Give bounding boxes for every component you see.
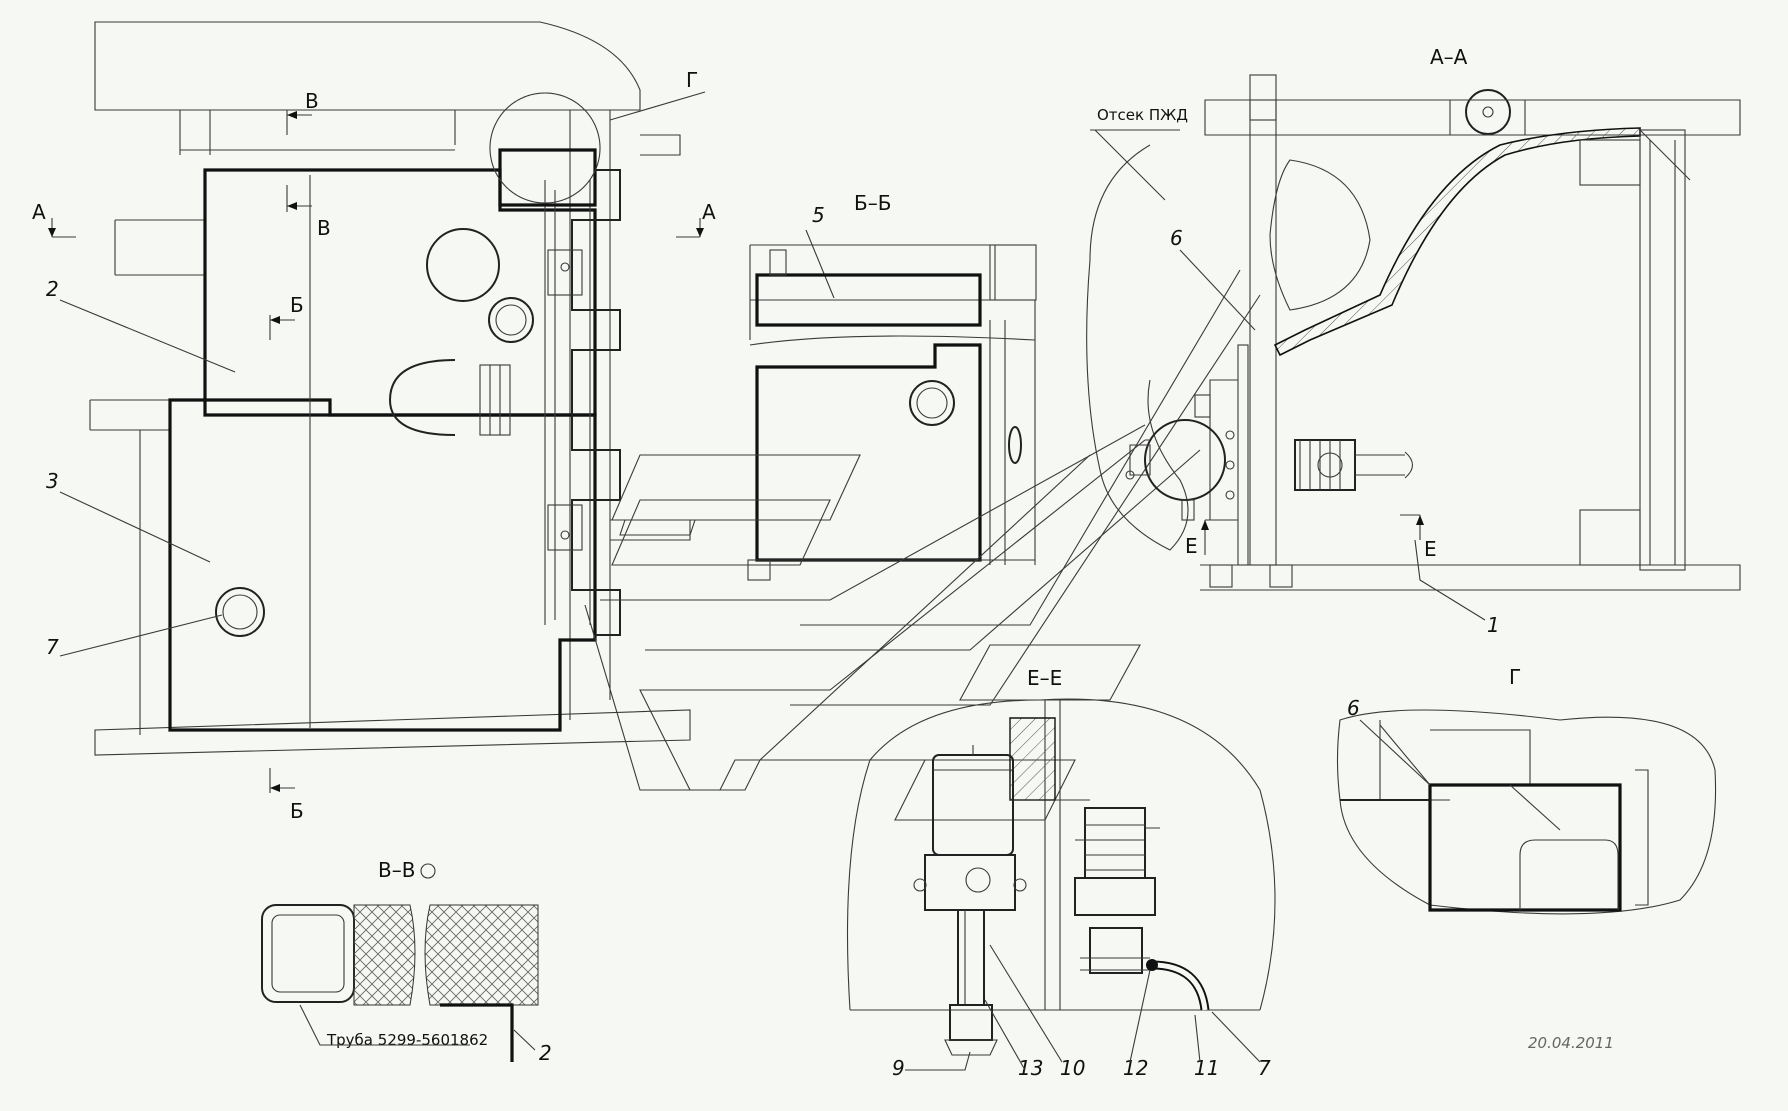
section-bb: Б–Б 5 [747, 191, 1037, 581]
section-ee-title: Е–Е [1027, 666, 1062, 690]
detail-g-box-big [1428, 783, 1622, 912]
vv-tube [261, 904, 355, 1003]
ee-pump [1084, 807, 1146, 879]
marker-e-right: Е [1424, 537, 1437, 561]
callout-12: 12 [1123, 1056, 1148, 1080]
vv-insulation-left [353, 904, 416, 1006]
frame-lines [179, 110, 611, 720]
aa-pulley [1465, 89, 1511, 135]
aa-curved-panel [1273, 127, 1641, 357]
callouts-main: 2 3 7 [46, 277, 236, 659]
callout-4: 5 [812, 203, 825, 227]
bb-lower-tank [755, 343, 982, 562]
ee-pipe [957, 909, 985, 1006]
ee-clamp-12 [1146, 959, 1158, 971]
marker-v-top: В [305, 89, 319, 113]
aa-right-post [1639, 129, 1686, 571]
compartment-outline [1086, 144, 1189, 551]
callout-11: 10 [1060, 1056, 1085, 1080]
aa-receiver [1269, 159, 1371, 311]
detail-g-title: Г [1509, 665, 1521, 689]
marker-a-left: А [32, 200, 46, 224]
tank-upper [203, 168, 597, 417]
section-aa-title: А–А [1430, 45, 1468, 69]
ee-drain-9 [944, 1039, 998, 1056]
section-ee: Е–Е 9 13 10 12 [846, 666, 1276, 1080]
section-markers: А А В В Б Б Г [32, 68, 716, 823]
tank-lower [168, 398, 597, 732]
callout-1: 1 [1487, 613, 1500, 637]
section-vv: В–В Труба 5299-5601862 2 [261, 858, 552, 1065]
aa-pump [1294, 439, 1356, 491]
chassis-lower [89, 399, 170, 735]
callout-13: 13 [1018, 1056, 1043, 1080]
marker-b-bottom: Б [290, 799, 304, 823]
filler-neck-7 [215, 587, 265, 637]
compartment-label: Отсек ПЖД [1097, 106, 1188, 124]
ee-cloud [846, 698, 1276, 1011]
main-view [89, 21, 691, 756]
callout-10: 11 [1194, 1056, 1219, 1080]
projection-lines [584, 269, 1261, 821]
vertical-duct [544, 180, 591, 625]
section-aa: А–А Отсек ПЖД [1086, 45, 1741, 637]
section-vv-title: В–В [378, 858, 415, 882]
section-bb-title: Б–Б [854, 191, 891, 215]
detail-g-outline [1336, 709, 1717, 915]
callout-6: 6 [1347, 696, 1360, 720]
cab-roof [94, 21, 641, 111]
filler-cap-large [426, 228, 500, 302]
callout-7-ee: 7 [1258, 1056, 1271, 1080]
filler-cap-small [488, 297, 534, 343]
pipe-label: Труба 5299-5601862 [326, 1031, 488, 1049]
callout-2: 2 [46, 277, 59, 301]
marker-v-bottom: В [317, 216, 331, 240]
duct-brackets [571, 169, 621, 636]
upper-beam [180, 110, 456, 151]
elbow-pipe [388, 359, 456, 436]
detail-g-box [498, 148, 597, 207]
aa-left-post [1249, 74, 1277, 566]
callout-9: 9 [892, 1056, 905, 1080]
marker-g: Г [686, 68, 698, 92]
drawing-date: 20.04.2011 [1528, 1034, 1614, 1052]
bb-upper-tank [755, 273, 982, 327]
marker-b-top: Б [290, 293, 304, 317]
vv-insulation-right [424, 904, 539, 1006]
chassis-upper [114, 219, 205, 276]
callout-7-main: 7 [46, 635, 59, 659]
marker-e-left: Е [1185, 534, 1198, 558]
callout-3: 3 [46, 469, 59, 493]
aa-heater [1144, 419, 1226, 501]
aa-base [1200, 564, 1741, 591]
detail-g-circle [489, 92, 601, 204]
marker-a-right: А [702, 200, 716, 224]
aa-top-beam [1204, 99, 1741, 136]
bottom-bar [94, 709, 691, 756]
callout-2-vv: 2 [539, 1041, 552, 1065]
detail-g: Г 6 [1336, 665, 1717, 915]
callout-5: 6 [1170, 226, 1183, 250]
